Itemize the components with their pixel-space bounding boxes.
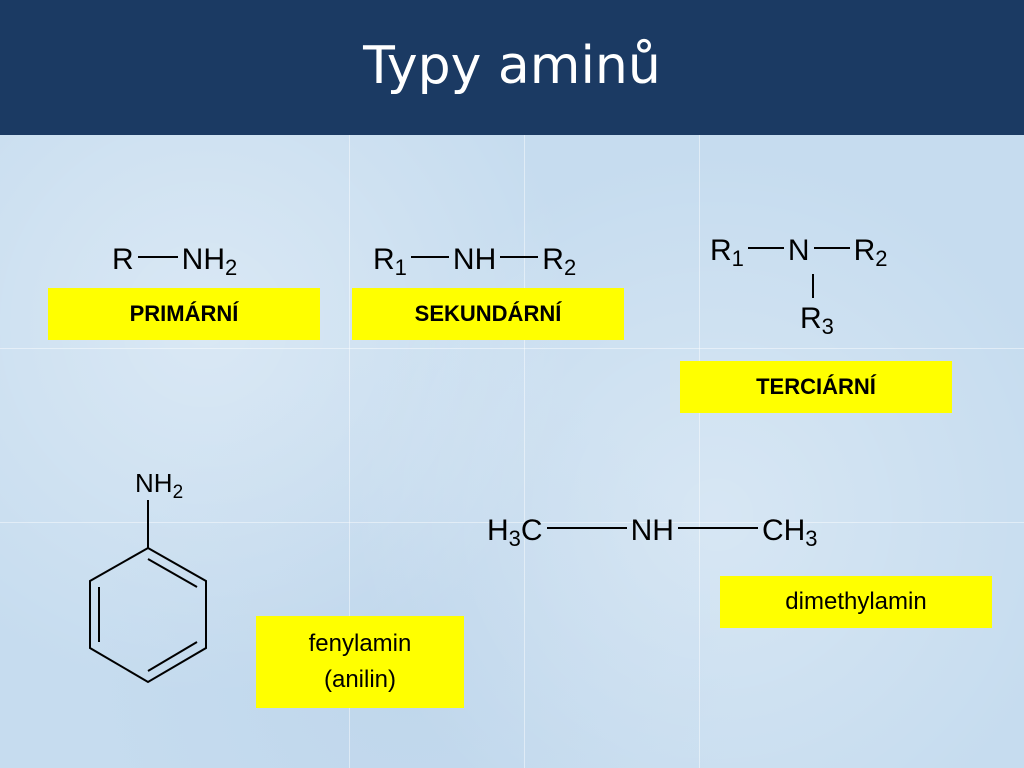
- bond: [747, 247, 784, 250]
- subscript: 3: [805, 526, 818, 551]
- slide-content: [0, 135, 1024, 768]
- slide-header: Typy aminů: [0, 0, 1024, 135]
- subscript: 2: [563, 255, 577, 280]
- aniline-label-line1: fenylamin: [308, 630, 412, 657]
- r2-group: R: [542, 243, 564, 276]
- aniline-label-line2: (anilin): [323, 666, 397, 693]
- grid-divider: [0, 348, 1024, 349]
- r3-group: R3: [800, 302, 834, 339]
- subscript: 1: [394, 255, 407, 280]
- methyl-group: CH: [761, 514, 806, 547]
- amino-group: NH: [181, 243, 226, 276]
- benzene-ring-structure: [89, 500, 207, 684]
- grid-divider: [349, 135, 350, 768]
- nitrogen-atom: N: [787, 234, 810, 267]
- subscript: 3: [508, 526, 521, 551]
- primary-label: PRIMÁRNÍ: [48, 288, 320, 340]
- subscript: 2: [225, 255, 238, 280]
- grid-divider: [699, 135, 700, 768]
- r1-group: R: [710, 234, 732, 267]
- aniline-amino-group: NH2: [135, 468, 183, 502]
- subscript: 1: [731, 246, 744, 271]
- aniline-label: fenylamin (anilin): [256, 616, 464, 708]
- bond: [677, 527, 758, 530]
- benzene-ring: [89, 546, 207, 684]
- bond: [813, 247, 850, 250]
- hydrogen: H: [487, 514, 509, 547]
- slide-title: Typy aminů: [363, 35, 661, 96]
- subscript: 2: [875, 246, 888, 271]
- bond: [812, 274, 814, 298]
- amino-group: NH: [452, 243, 497, 276]
- double-bond: [147, 641, 198, 672]
- double-bond: [147, 558, 198, 588]
- bond: [137, 256, 178, 259]
- subscript: 2: [172, 482, 184, 503]
- bond: [546, 527, 627, 530]
- carbon: C: [520, 514, 543, 547]
- grid-divider: [524, 135, 525, 768]
- amino-group: NH: [630, 514, 674, 547]
- tertiary-label: TERCIÁRNÍ: [680, 361, 952, 413]
- bond: [410, 256, 449, 259]
- r-group: R: [112, 243, 134, 276]
- r2-group: R: [853, 234, 876, 267]
- grid-divider: [0, 522, 1024, 523]
- r3-symbol: R: [800, 302, 822, 335]
- dimethylamine-label: dimethylamin: [720, 576, 992, 628]
- secondary-label: SEKUNDÁRNÍ: [352, 288, 624, 340]
- amino-group: NH: [135, 468, 173, 498]
- subscript: 3: [821, 314, 834, 339]
- r1-group: R: [373, 243, 395, 276]
- bond: [500, 256, 539, 259]
- primary-amine-formula: R NH2: [112, 243, 238, 280]
